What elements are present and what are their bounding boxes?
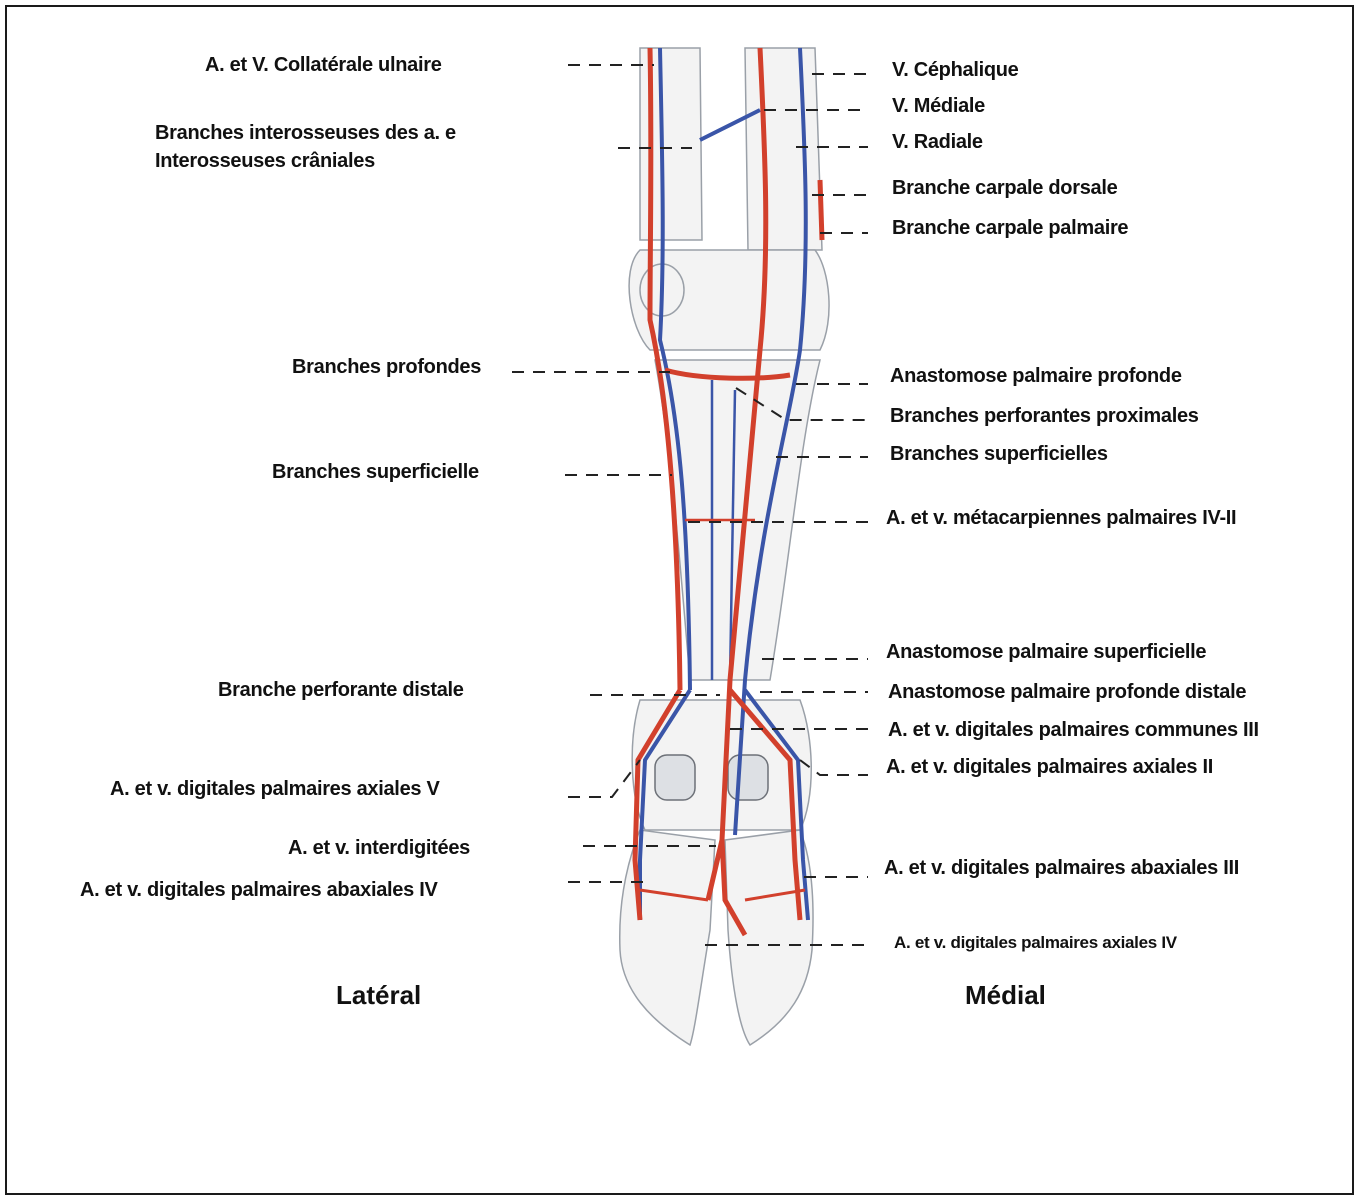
label-interdigitees: A. et v. interdigitées [288,836,470,860]
label-carpale-palmaire: Branche carpale palmaire [892,216,1128,240]
label-branches-profondes: Branches profondes [292,355,481,379]
label-branches-superficielle: Branches superficielle [272,460,479,484]
label-digitales-abaxiales-iv: A. et v. digitales palmaires abaxiales I… [80,878,438,902]
label-anastomose-superficielle: Anastomose palmaire superficielle [886,640,1206,664]
label-anastomose-profonde-distale: Anastomose palmaire profonde distale [888,680,1246,704]
label-interosseuses-line2: Interosseuses crâniales [155,149,375,173]
label-v-cephalique: V. Céphalique [892,58,1019,82]
label-digitales-axiales-v: A. et v. digitales palmaires axiales V [110,777,440,801]
label-v-radiale: V. Radiale [892,130,983,154]
label-branches-superficielles: Branches superficielles [890,442,1108,466]
label-branche-perforante-distale: Branche perforante distale [218,678,464,702]
label-carpale-dorsale: Branche carpale dorsale [892,176,1117,200]
label-communes-iii: A. et v. digitales palmaires communes II… [888,718,1259,742]
label-interosseuses-line1: Branches interosseuses des a. e [155,121,456,145]
label-axiales-ii: A. et v. digitales palmaires axiales II [886,755,1213,779]
label-v-mediale: V. Médiale [892,94,985,118]
label-collaterale-ulnaire: A. et V. Collatérale ulnaire [205,53,442,77]
label-abaxiales-iii: A. et v. digitales palmaires abaxiales I… [884,856,1239,880]
label-anastomose-palmaire-profonde: Anastomose palmaire profonde [890,364,1182,388]
label-metacarpiennes: A. et v. métacarpiennes palmaires IV-II [886,506,1236,530]
label-axiales-iv: A. et v. digitales palmaires axiales IV [894,931,1177,955]
caption-medial: Médial [965,980,1046,1011]
label-perforantes-proximales: Branches perforantes proximales [890,404,1199,428]
caption-lateral: Latéral [336,980,421,1011]
